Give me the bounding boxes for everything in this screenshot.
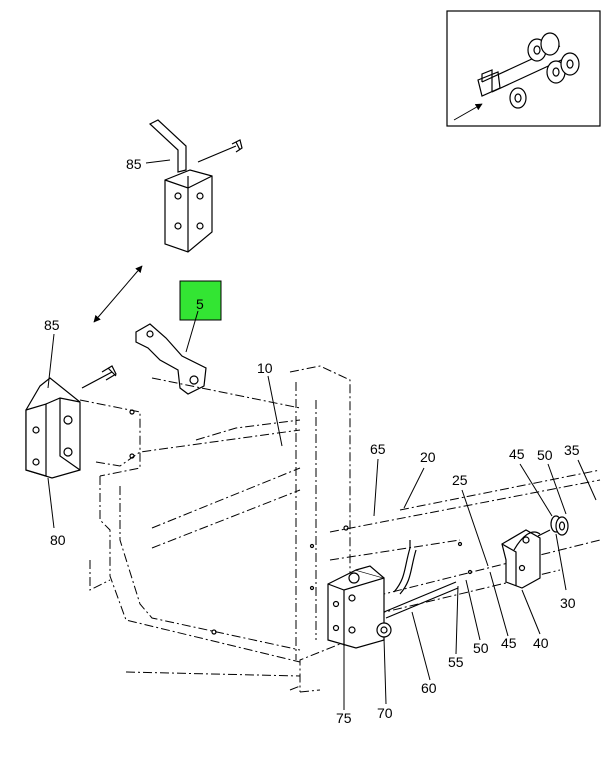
callout-50-lower[interactable]: 50 bbox=[473, 640, 489, 656]
hanger-bracket-75 bbox=[327, 565, 392, 649]
callout-65[interactable]: 65 bbox=[370, 441, 386, 457]
leader-lines bbox=[47, 159, 597, 710]
callout-55[interactable]: 55 bbox=[448, 654, 464, 670]
callout-10[interactable]: 10 bbox=[257, 360, 273, 376]
highlighted-callout-box[interactable] bbox=[179, 280, 222, 321]
callout-labels: 5 85 85 80 10 65 20 25 45 50 35 30 40 45… bbox=[44, 156, 580, 726]
callout-30[interactable]: 30 bbox=[560, 595, 576, 611]
upper-bracket-85 bbox=[148, 119, 243, 253]
callout-35[interactable]: 35 bbox=[564, 442, 580, 458]
locator-inset bbox=[446, 10, 601, 127]
callout-40[interactable]: 40 bbox=[533, 635, 549, 651]
callout-70[interactable]: 70 bbox=[377, 705, 393, 721]
callout-45-lower[interactable]: 45 bbox=[501, 635, 517, 651]
callout-60[interactable]: 60 bbox=[421, 680, 437, 696]
left-bracket-80 bbox=[25, 365, 117, 479]
cable-rod-60 bbox=[383, 540, 459, 619]
pivot-bracket-40 bbox=[501, 515, 569, 589]
callout-85-upper[interactable]: 85 bbox=[126, 156, 142, 172]
callout-80[interactable]: 80 bbox=[50, 532, 66, 548]
callout-50-upper[interactable]: 50 bbox=[537, 447, 553, 463]
callout-85-left[interactable]: 85 bbox=[44, 317, 60, 333]
callout-45-upper[interactable]: 45 bbox=[509, 446, 525, 462]
callout-5[interactable]: 5 bbox=[196, 296, 204, 312]
callout-20[interactable]: 20 bbox=[420, 449, 436, 465]
callout-75[interactable]: 75 bbox=[336, 710, 352, 726]
truck-chassis-thumbnail bbox=[453, 32, 580, 121]
callout-25[interactable]: 25 bbox=[452, 472, 468, 488]
bracket-part-5 bbox=[135, 323, 207, 395]
exploded-view-arrow bbox=[93, 265, 143, 323]
